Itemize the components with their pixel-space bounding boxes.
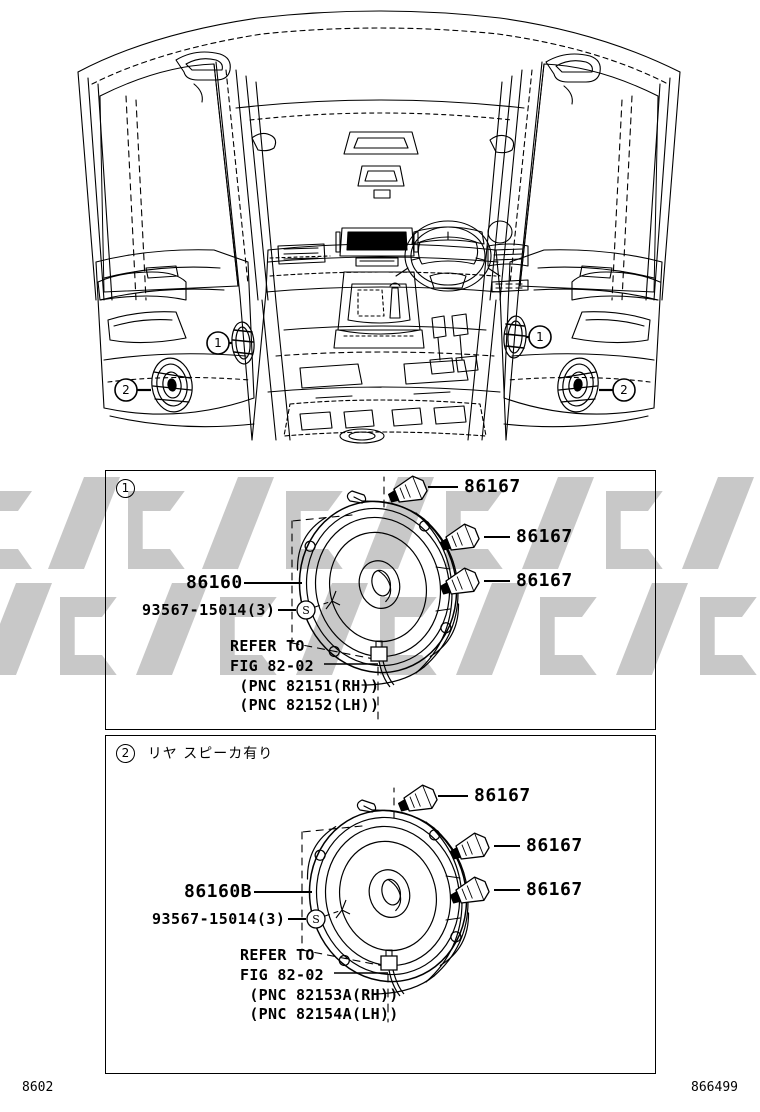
- refer-to-block-1: REFER TO FIG 82-02 (PNC 82151(RH)) (PNC …: [230, 637, 380, 715]
- part-label-86167-mid: 86167: [516, 526, 573, 547]
- footer-page-code: 8602: [22, 1080, 54, 1095]
- callout-marker-2-left: 2: [122, 383, 130, 397]
- callout-marker-1-left: 1: [214, 336, 222, 350]
- part-label-86160: 86160: [186, 572, 243, 593]
- screw-symbol-s: S: [312, 913, 320, 926]
- callout-marker-1-right: 1: [536, 330, 544, 344]
- refer-to-block-2: REFER TO FIG 82-02 (PNC 82153A(RH)) (PNC…: [240, 946, 399, 1024]
- panel-1-number: 1: [116, 479, 135, 498]
- part-label-86167-top: 86167: [474, 785, 531, 806]
- footer-diagram-code: 866499: [691, 1080, 738, 1095]
- panel-1-speaker-drawing: S: [244, 475, 510, 720]
- panel-1-badge: 1: [116, 479, 148, 498]
- part-label-93567-15014: 93567-15014(3): [142, 601, 276, 619]
- detail-panel-2: S 2 リヤ スピーカ有り 86167 86167 86167 86160B 9…: [105, 735, 656, 1074]
- part-label-86160B: 86160B: [184, 881, 253, 902]
- panel-2-number: 2: [116, 744, 135, 763]
- screw-symbol-s: S: [302, 604, 310, 617]
- vehicle-interior-illustration: 1 2 1 2: [77, 10, 681, 444]
- part-label-86167-bot: 86167: [526, 879, 583, 900]
- part-label-86167-bot: 86167: [516, 570, 573, 591]
- panel-2-note: リヤ スピーカ有り: [147, 745, 274, 762]
- panel-2-speaker-drawing: S: [254, 784, 520, 1023]
- detail-panel-1: S 1 86167 86167 86167 86160 93567-15014(…: [105, 470, 656, 730]
- part-label-86167-mid: 86167: [526, 835, 583, 856]
- part-label-86167-top: 86167: [464, 476, 521, 497]
- part-label-93567-15014: 93567-15014(3): [152, 910, 286, 928]
- callout-marker-2-right: 2: [620, 383, 628, 397]
- panel-2-badge: 2 リヤ スピーカ有り: [116, 744, 273, 763]
